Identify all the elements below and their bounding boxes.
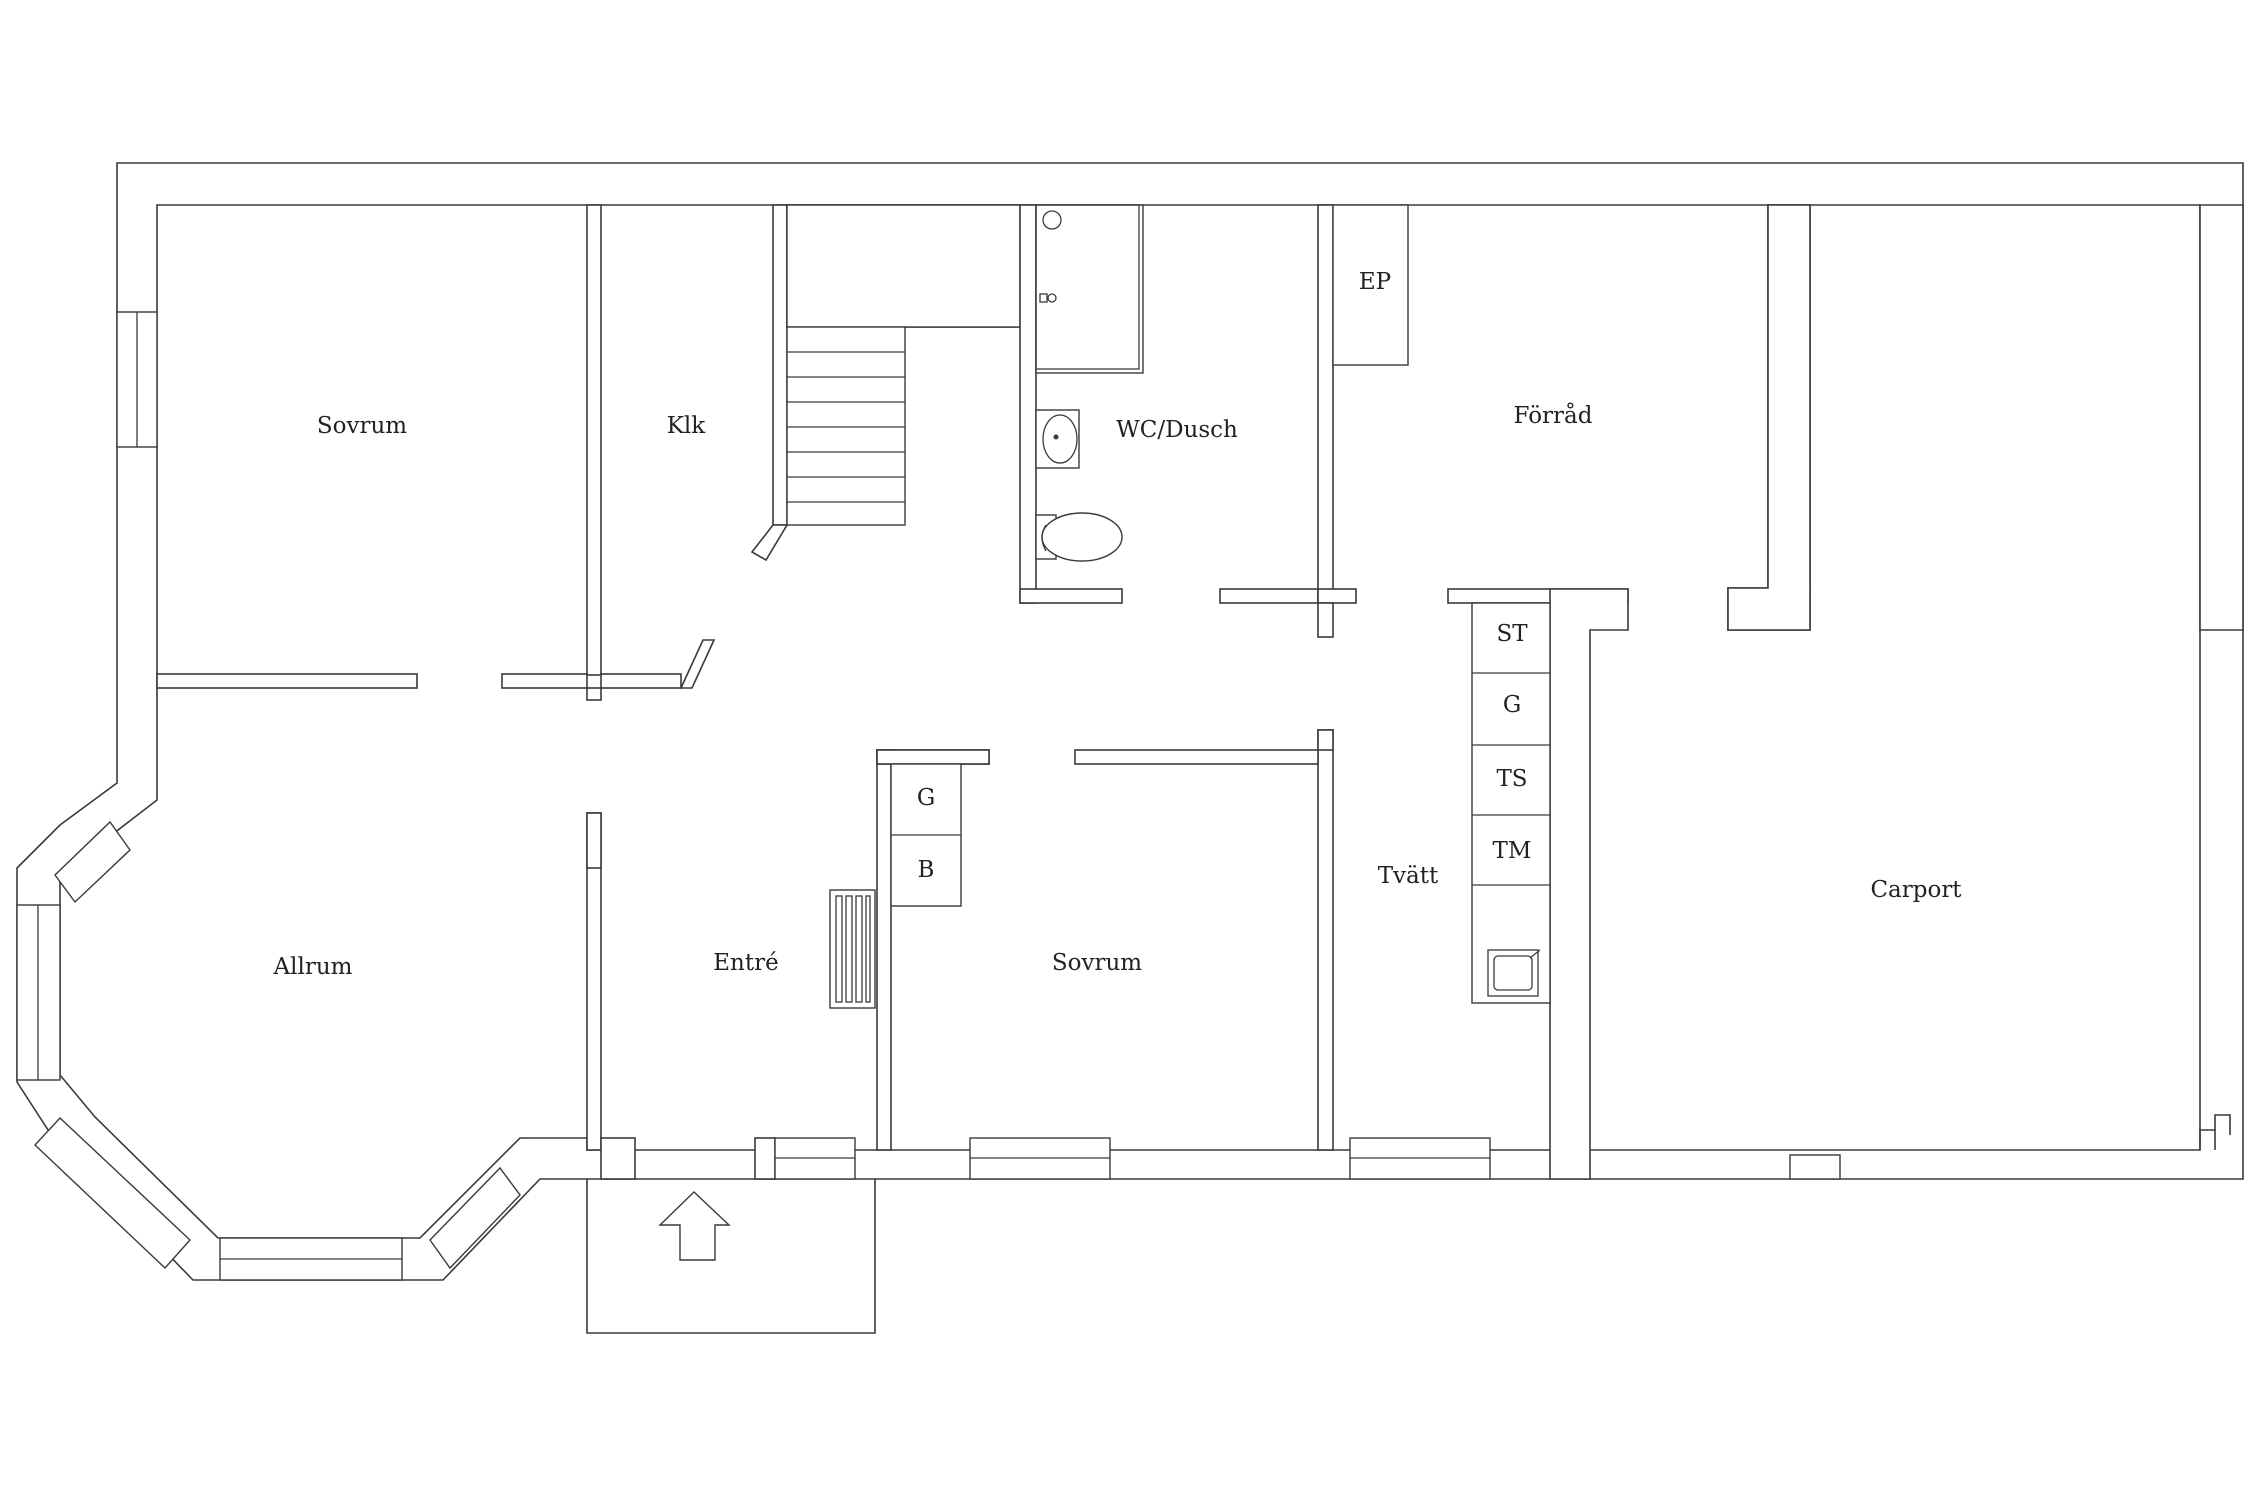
interior-walls [156, 204, 2244, 1180]
entre-closets [876, 749, 990, 907]
room-label-sovrum-top: Sovrum [317, 413, 407, 439]
laundry-sink-icon [1487, 949, 1541, 997]
room-label-carport: Carport [1870, 877, 1962, 903]
carport-details [2199, 1114, 2231, 1150]
room-label-entre: Entré [713, 950, 778, 976]
closet-label-b: B [918, 857, 935, 883]
stairs [786, 326, 906, 526]
closet-label-g: G [917, 785, 935, 811]
laundry-units [1471, 602, 1551, 1004]
room-label-klk: Klk [667, 413, 707, 439]
laundry-label-ts: TS [1496, 766, 1527, 792]
sink-icon [1035, 409, 1080, 469]
laundry-label-g: G [1503, 692, 1521, 718]
toilet-icon [1035, 512, 1123, 562]
ep-cabinet [1332, 204, 1409, 366]
room-label-forrad: Förråd [1514, 402, 1593, 429]
shower-icon [1035, 204, 1144, 374]
arrow-up-icon [658, 1191, 731, 1261]
room-label-sovrum-bottom: Sovrum [1052, 950, 1142, 976]
laundry-label-st: ST [1496, 621, 1528, 647]
laundry-label-tm: TM [1493, 838, 1532, 864]
room-label-wc-dusch: WC/Dusch [1116, 417, 1238, 443]
room-label-tvatt: Tvätt [1378, 863, 1439, 889]
room-label-ep: EP [1359, 269, 1391, 295]
radiator-icon [829, 889, 876, 1009]
room-label-allrum: Allrum [273, 954, 353, 980]
windows [16, 311, 1841, 1281]
